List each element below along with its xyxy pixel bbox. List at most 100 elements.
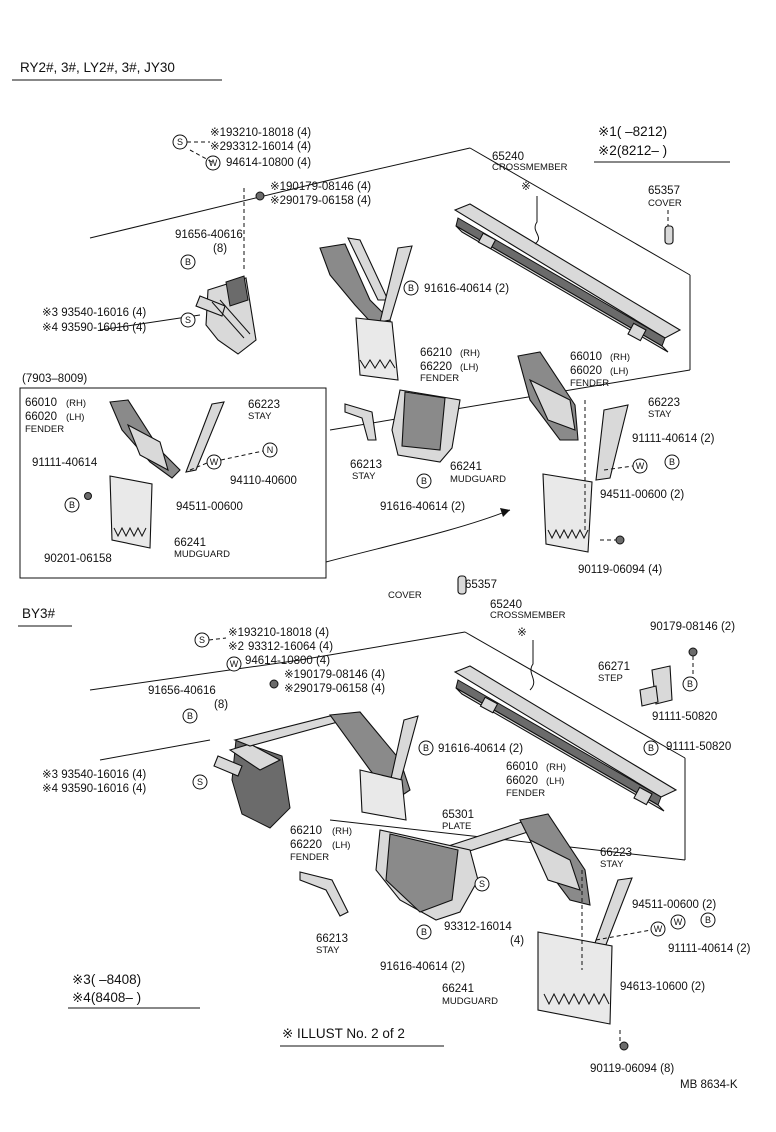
legend-variant-3: ※3( –8408) [72,972,141,987]
inset-part-90201-06158: 90201-06158 [44,553,112,565]
symbol-s-screw: S [180,312,196,328]
svg-text:B: B [669,457,675,467]
svg-text:B: B [421,476,427,486]
part-94511-00600: 94511-00600 (2) [600,489,684,501]
cover-number: 65357 [648,185,680,197]
b-stay-number: 66223 [600,847,632,859]
fender-66210-bottom [375,829,479,921]
b-fender-a-label: FENDER [290,852,329,863]
b-fender-b-rh: 66010 [506,761,538,773]
b-stay2-label: STAY [316,945,340,956]
svg-text:W: W [674,917,683,927]
part-91111-40614: 91111-40614 (2) [632,433,715,445]
b-mudguard-label: MUDGUARD [442,996,498,1007]
b-mudguard-number: 66241 [442,983,474,995]
b-plate-number: 65301 [442,809,474,821]
part-93590-16016: ※4 93590-16016 (4) [42,322,146,334]
b-step-label: STEP [598,673,623,684]
svg-text:(RH): (RH) [66,398,86,409]
crossmember-top [453,203,682,353]
illustration-number: ※ ILLUST No. 2 of 2 [282,1026,405,1041]
b-crossmember-label: CROSSMEMBER [490,610,566,621]
inset-range: (7903–8009) [22,373,87,385]
svg-text:B: B [421,927,427,937]
svg-text:(LH): (LH) [66,412,84,423]
cover-bottom [457,575,467,595]
part-93312-16014: ※293312-16014 (4) [210,141,311,153]
fender-b-lh-number: 66020 [570,365,602,377]
b-symbol-b-stay: B [700,912,716,928]
b-cover-number: 65357 [465,579,497,591]
fender-bracket-top [319,237,413,381]
inset-fender [109,399,225,479]
svg-text:(RH): (RH) [460,348,480,359]
part-90179-06158: ※290179-06158 (4) [270,195,371,207]
b-stay2-number: 66213 [316,933,348,945]
part-91656-40616-qty: (8) [213,243,227,255]
svg-text:B: B [423,743,429,753]
mudguard-left-bottom [213,739,291,829]
svg-text:(LH): (LH) [610,366,628,377]
mudguard-left-top [195,275,257,355]
b-part-2-prefix: ※2 [228,641,244,653]
b-symbol-s-plate: S [474,876,490,892]
svg-text:S: S [177,137,183,147]
fender-a-rh-number: 66210 [420,347,452,359]
b-part-193210-18018: ※193210-18018 (4) [228,627,329,639]
b-part-91111-50820-2: 91111-50820 [666,741,731,753]
symbol-b-top: B [664,454,680,470]
b-stay-label: STAY [600,859,624,870]
inset-stay-number: 66223 [248,399,280,411]
b-part-90179-06158: ※290179-06158 (4) [284,683,385,695]
symbol-b-bolt: B [180,254,196,270]
svg-text:B: B [187,711,193,721]
inset-symbol-w: W [206,454,222,470]
b-part-91656-40616: 91656-40616 [148,685,216,697]
b-symbol-b: B [182,708,198,724]
svg-text:W: W [654,924,663,934]
legend-variant-1: ※1( –8212) [598,124,667,139]
svg-text:B: B [687,679,693,689]
model-header-top: RY2#, 3#, LY2#, 3#, JY30 [20,60,175,75]
b-part-93540-16016: ※3 93540-16016 (4) [42,769,146,781]
b-crossmember-number: 65240 [490,599,522,611]
fender-b-rh-number: 66010 [570,351,602,363]
b-symbol-s-screw: S [192,774,208,790]
b-part-94511-00600: 94511-00600 (2) [632,899,716,911]
svg-text:(RH): (RH) [546,762,566,773]
b-symbol-b-fender: B [416,924,432,940]
mudguard-right-top [542,473,593,553]
mudguard-right-bottom [537,931,613,1025]
b-part-91616-40614: 91616-40614 (2) [438,743,523,755]
svg-text:N: N [267,445,274,455]
svg-text:※: ※ [517,627,527,639]
svg-text:B: B [185,257,191,267]
b-part-90179-08146-2: 90179-08146 (2) [650,621,735,633]
stay2-number: 66213 [350,459,382,471]
part-94614-10800: 94614-10800 (4) [226,157,311,169]
crossmember-number: 65240 [492,151,524,163]
inset-mudguard-label: MUDGUARD [174,549,230,560]
symbol-s-washer: S [172,134,188,150]
part-93540-16016: ※3 93540-16016 (4) [42,307,146,319]
inset-symbol-b: B [64,497,80,513]
inset-mudguard [109,475,153,549]
b-fender-b-lh: 66020 [506,775,538,787]
mudguard-label: MUDGUARD [450,474,506,485]
legend-variant-4: ※4(8408– ) [72,990,141,1005]
b-symbol-b-step: B [682,676,698,692]
fender-b-label: FENDER [570,378,609,389]
b-symbol-b-2: B [418,740,434,756]
b-part-94614-10800: 94614-10800 (4) [245,655,330,667]
symbol-b-bolt-2: B [403,280,419,296]
inset-fender-label: FENDER [25,424,64,435]
b-part-91656-40616-qty: (8) [214,699,228,711]
svg-text:W: W [636,461,645,471]
svg-text:(LH): (LH) [460,362,478,373]
cover-top [664,225,674,245]
svg-text:S: S [197,777,203,787]
svg-text:B: B [648,743,654,753]
svg-text:W: W [210,457,219,467]
svg-text:W: W [209,158,218,168]
b-fender-a-lh: 66220 [290,839,322,851]
